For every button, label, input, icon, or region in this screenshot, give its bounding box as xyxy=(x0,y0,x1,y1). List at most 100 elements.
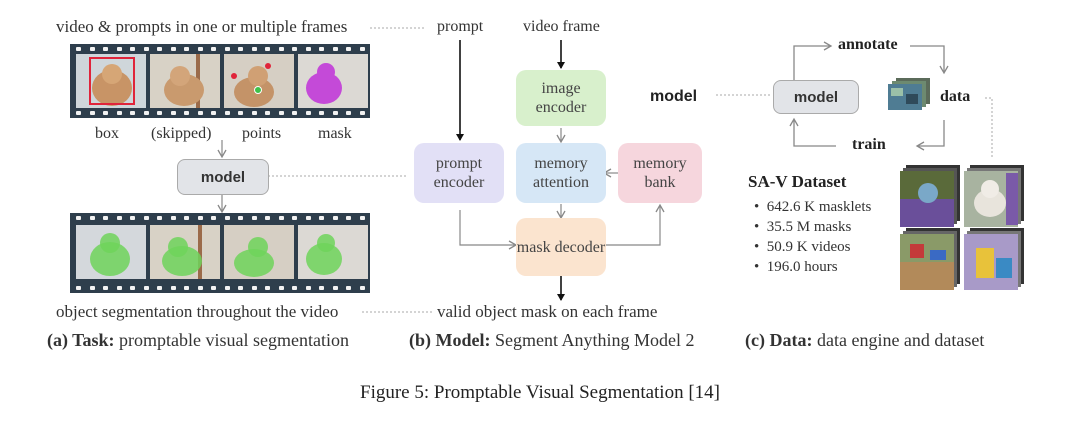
film-perforation xyxy=(278,286,284,290)
data-engine-model-box: model xyxy=(773,80,859,114)
data-thumbnails-icon xyxy=(888,78,932,110)
film-perforation xyxy=(346,111,351,115)
frame-skipped xyxy=(150,54,220,108)
film-perforation xyxy=(103,216,108,220)
film-perforation xyxy=(251,286,257,290)
film-perforation xyxy=(130,286,135,290)
dataset-thumbnail-3 xyxy=(900,228,962,290)
arrow-train-to-model xyxy=(789,117,836,147)
data-label: data xyxy=(940,88,971,105)
film-perforation xyxy=(103,286,108,290)
film-perforation xyxy=(238,216,243,220)
model-subcaption-bold: (b) Model: xyxy=(409,330,491,350)
film-perforation xyxy=(103,47,108,51)
arrow-annotate-to-data xyxy=(910,45,949,75)
film-perforation xyxy=(224,216,230,220)
film-perforation xyxy=(251,216,257,220)
film-perforation xyxy=(211,216,216,220)
film-perforation xyxy=(359,47,365,51)
task-top-caption: video & prompts in one or multiple frame… xyxy=(56,17,348,36)
arrow-decoder-to-bank xyxy=(605,203,665,246)
model-output-label: valid object mask on each frame xyxy=(437,302,658,321)
film-perforation xyxy=(305,216,311,220)
film-perforation xyxy=(89,216,95,220)
image-encoder-box: image encoder xyxy=(516,70,606,126)
data-subcaption: (c) Data: data engine and dataset xyxy=(745,330,984,351)
film-perforation xyxy=(332,111,338,115)
film-perforation xyxy=(332,216,338,220)
film-perforation xyxy=(130,216,135,220)
film-perforation xyxy=(305,111,311,115)
model-subcaption-text: Segment Anything Model 2 xyxy=(494,330,695,350)
prompt-encoder-box: prompt encoder xyxy=(414,143,504,203)
film-perforation xyxy=(346,216,351,220)
dataset-thumbnail-2 xyxy=(964,165,1026,227)
frame-label-box: box xyxy=(95,125,119,142)
output-frame-1 xyxy=(76,225,146,279)
film-perforation xyxy=(157,216,162,220)
film-perforation xyxy=(89,47,95,51)
film-perforation xyxy=(197,111,203,115)
film-perforation xyxy=(157,47,162,51)
film-perforation xyxy=(211,111,216,115)
film-perforation xyxy=(116,286,122,290)
film-perforation xyxy=(238,286,243,290)
film-perforation xyxy=(319,47,324,51)
task-subcaption: (a) Task: promptable visual segmentation xyxy=(47,330,349,351)
train-label: train xyxy=(852,136,886,153)
film-perforation xyxy=(305,47,311,51)
dataset-stat-2: • 35.5 M masks xyxy=(754,219,852,235)
film-perforation xyxy=(184,47,189,51)
video-frame-input-label: video frame xyxy=(523,18,600,35)
film-perforation xyxy=(251,111,257,115)
film-perforation xyxy=(184,111,189,115)
frame-box-prompt xyxy=(76,54,146,108)
film-perforation xyxy=(184,216,189,220)
dataset-title: SA-V Dataset xyxy=(748,172,847,191)
film-perforation xyxy=(346,47,351,51)
prompt-input-label: prompt xyxy=(437,18,484,35)
model-subcaption: (b) Model: Segment Anything Model 2 xyxy=(409,330,694,351)
film-perforation xyxy=(292,216,297,220)
film-perforation xyxy=(238,111,243,115)
frame-label-mask: mask xyxy=(318,125,352,142)
film-perforation xyxy=(116,47,122,51)
film-perforation xyxy=(224,47,230,51)
mask-decoder-box: mask decoder xyxy=(516,218,606,276)
film-perforation xyxy=(278,216,284,220)
film-perforation xyxy=(292,47,297,51)
film-perforation xyxy=(265,111,270,115)
annotate-label: annotate xyxy=(838,36,898,53)
film-perforation xyxy=(76,286,81,290)
film-perforation xyxy=(76,47,81,51)
film-perforation xyxy=(170,111,176,115)
film-perforation xyxy=(89,286,95,290)
frame-points-prompt xyxy=(224,54,294,108)
film-perforation xyxy=(197,286,203,290)
task-subcaption-text: promptable visual segmentation xyxy=(119,330,349,350)
task-bottom-caption: object segmentation throughout the video xyxy=(56,302,339,321)
film-perforation xyxy=(265,216,270,220)
arrow-model-to-annotate xyxy=(793,41,833,80)
data-subcaption-text: data engine and dataset xyxy=(816,330,985,350)
film-perforation xyxy=(89,111,95,115)
film-perforation xyxy=(157,111,162,115)
arrow-data-to-train xyxy=(915,120,945,151)
frame-mask xyxy=(298,54,368,108)
film-perforation xyxy=(170,216,176,220)
frame-label-points: points xyxy=(242,125,282,142)
film-perforation xyxy=(197,47,203,51)
film-perforation xyxy=(224,286,230,290)
film-perforation xyxy=(265,47,270,51)
film-perforation xyxy=(157,286,162,290)
film-perforation xyxy=(143,111,149,115)
film-perforation xyxy=(170,47,176,51)
film-perforation xyxy=(278,111,284,115)
film-perforation xyxy=(265,286,270,290)
film-perforation xyxy=(211,47,216,51)
data-subcaption-bold: (c) Data: xyxy=(745,330,813,350)
film-perforation xyxy=(116,111,122,115)
arrow-promptenc-to-decoder xyxy=(459,210,518,250)
task-subcaption-bold: (a) Task: xyxy=(47,330,115,350)
